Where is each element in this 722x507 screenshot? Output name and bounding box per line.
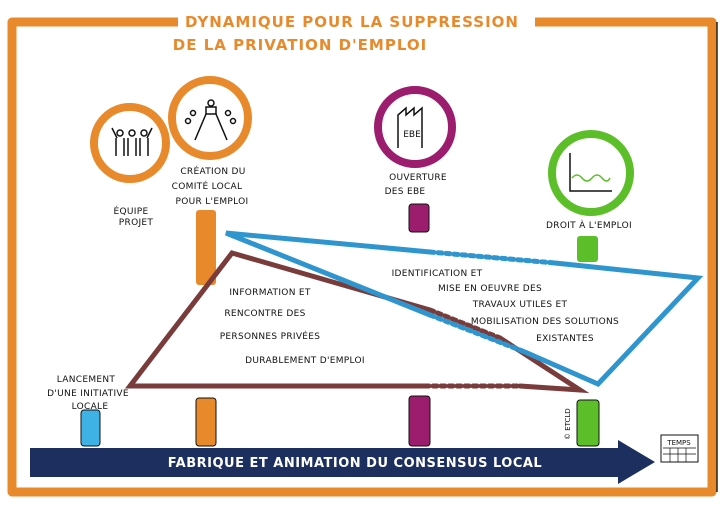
timeline-arrow: Fabrique et animation du consensus local: [30, 440, 655, 484]
svg-text:travaux utiles et: travaux utiles et: [472, 300, 568, 310]
svg-text:durablement d'emploi: durablement d'emploi: [245, 356, 365, 366]
orange-frame: [7, 17, 717, 497]
pillar-droit-bottom: [576, 399, 600, 447]
label-droit-emploi: Droit à l'emploi: [546, 219, 632, 231]
svg-text:pour l'emploi: pour l'emploi: [176, 197, 249, 207]
employment-chart-icon: [548, 130, 634, 216]
svg-text:d'une initiative: d'une initiative: [47, 389, 129, 399]
svg-text:Lancement: Lancement: [57, 375, 116, 385]
svg-text:personnes privées: personnes privées: [220, 330, 321, 342]
pillar-comite-bottom: [195, 397, 217, 447]
svg-text:locale: locale: [72, 402, 109, 412]
identification-phase-text: Identification et mise en oeuvre des tra…: [392, 269, 619, 344]
label-ouverture-ebe: Ouverture des EBE: [385, 173, 447, 197]
team-icon: [90, 103, 170, 183]
svg-text:rencontre des: rencontre des: [224, 309, 305, 319]
calendar-icon: Temps: [660, 434, 699, 463]
svg-text:mobilisation des solutions: mobilisation des solutions: [471, 317, 619, 327]
label-equipe-projet: Équipe projet: [114, 205, 154, 228]
svg-text:Équipe: Équipe: [114, 205, 149, 217]
committee-meeting-icon: [168, 76, 252, 160]
pillar-lancement: [80, 409, 101, 447]
label-lancement: Lancement d'une initiative locale: [47, 375, 129, 412]
pillar-ebe-bottom: [408, 395, 431, 447]
factory-icon-label: EBE: [403, 130, 421, 140]
identification-phase-shape: [225, 230, 704, 387]
pillar-droit-top: [577, 236, 598, 262]
svg-text:Ouverture: Ouverture: [389, 173, 447, 183]
pillar-comite-top: [196, 210, 216, 285]
svg-text:mise en oeuvre des: mise en oeuvre des: [438, 284, 542, 294]
svg-text:projet: projet: [119, 218, 154, 228]
title-line-1: Dynamique pour la suppression: [185, 13, 519, 31]
factory-icon: EBE: [374, 86, 456, 168]
credit: © ETCLD: [564, 408, 572, 440]
svg-text:comité local: comité local: [172, 180, 243, 192]
pillar-ebe-top: [408, 203, 430, 233]
information-phase-text: Information et rencontre des personnes p…: [220, 288, 365, 366]
time-label: Temps: [666, 439, 691, 447]
svg-text:Identification et: Identification et: [392, 269, 483, 279]
svg-text:Information et: Information et: [229, 288, 311, 298]
svg-text:Création du: Création du: [180, 165, 245, 177]
svg-text:des EBE: des EBE: [385, 187, 426, 197]
svg-text:existantes: existantes: [536, 334, 594, 344]
title-line-2: de la privation d'emploi: [173, 36, 427, 54]
label-creation-comite: Création du comité local pour l'emploi: [172, 165, 249, 207]
timeline-label: Fabrique et animation du consensus local: [168, 456, 542, 471]
